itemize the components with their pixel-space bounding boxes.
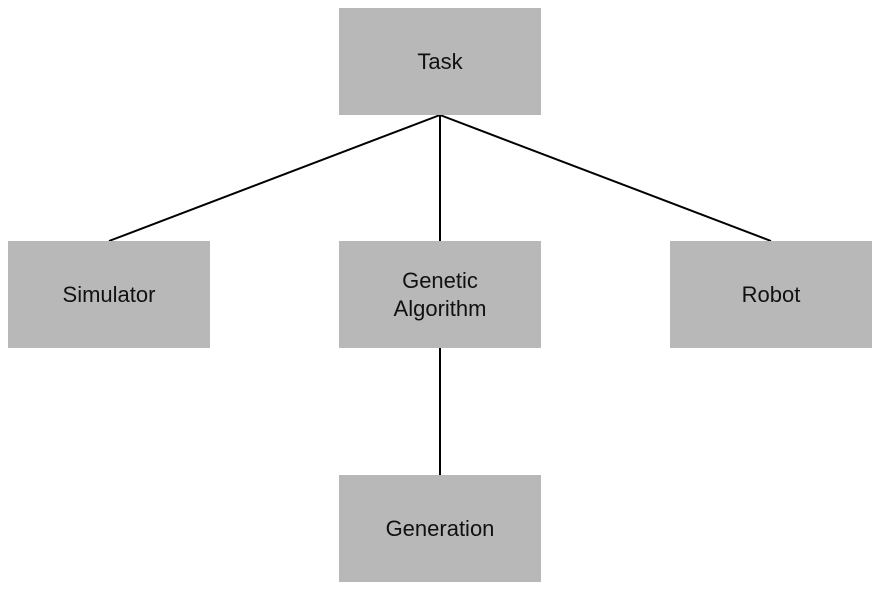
node-genetic-algorithm: Genetic Algorithm: [339, 241, 541, 348]
node-simulator-label: Simulator: [62, 281, 156, 307]
node-robot: Robot: [670, 241, 872, 348]
edge-task-simulator: [108, 114, 441, 242]
node-task: Task: [339, 8, 541, 115]
node-genetic-algorithm-label: Genetic Algorithm: [393, 267, 487, 321]
node-generation-label: Generation: [385, 515, 495, 541]
edge-task-robot: [439, 114, 772, 242]
node-generation: Generation: [339, 475, 541, 582]
node-task-label: Task: [417, 48, 463, 74]
node-simulator: Simulator: [8, 241, 210, 348]
node-robot-label: Robot: [741, 281, 801, 307]
